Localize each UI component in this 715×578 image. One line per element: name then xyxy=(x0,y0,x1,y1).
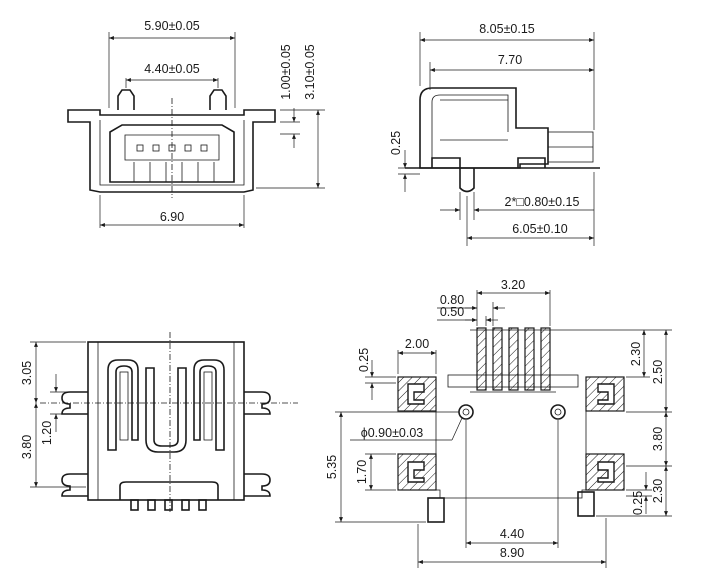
top-view: 3.05 1.20 3.80 xyxy=(20,332,298,512)
front-left-peg xyxy=(117,89,135,110)
side-dim-6-05: 6.05±0.10 xyxy=(512,222,568,236)
top-receptacle xyxy=(119,481,219,500)
front-contacts xyxy=(133,144,215,182)
front-tongue xyxy=(124,134,220,161)
fp-dim-0-80: 0.80 xyxy=(440,293,464,307)
side-dim-0-80: 2*□0.80±0.15 xyxy=(505,195,580,209)
side-view: 8.05±0.15 7.70 0.25 2*□0.80±0.15 6.05±0.… xyxy=(389,22,600,246)
fp-dim-2-30-top: 2.30 xyxy=(629,342,643,366)
fp-dim-3-80: 3.80 xyxy=(651,427,665,451)
fp-dim-phi: ϕ0.90±0.03 xyxy=(361,426,424,440)
side-rear-tab xyxy=(517,157,546,168)
front-dim-5-90: 5.90±0.05 xyxy=(144,19,200,33)
top-shell xyxy=(87,341,245,501)
top-right-tab-upper xyxy=(244,391,271,415)
top-dim-1-20: 1.20 xyxy=(40,421,54,445)
fp-shell-outline xyxy=(435,411,587,499)
front-dim-4-40: 4.40±0.05 xyxy=(144,62,200,76)
front-dim-3-10: 3.10±0.05 xyxy=(303,44,317,100)
fp-signal-pads xyxy=(476,327,551,391)
fp-dim-1-70: 1.70 xyxy=(355,460,369,484)
top-right-tab-lower xyxy=(244,473,271,497)
top-dim-3-05: 3.05 xyxy=(20,361,34,385)
front-right-peg xyxy=(209,89,227,110)
front-socket-opening xyxy=(109,124,235,183)
side-dim-0-25: 0.25 xyxy=(389,131,403,155)
fp-dim-2-00: 2.00 xyxy=(405,337,429,351)
footprint-view: 3.20 0.80 0.50 2.00 0.25 5.35 1.70 ϕ0.90… xyxy=(325,278,672,568)
front-shell-outline xyxy=(67,109,276,193)
fp-dim-0-50: 0.50 xyxy=(440,305,464,319)
fp-dim-2-30-bottom: 2.30 xyxy=(651,479,665,503)
fp-dim-0-25-top: 0.25 xyxy=(357,348,371,372)
top-dim-3-80: 3.80 xyxy=(20,435,34,459)
front-dim-1-00: 1.00±0.05 xyxy=(279,44,293,100)
fp-dim-2-50: 2.50 xyxy=(651,360,665,384)
front-shell-inner xyxy=(99,120,245,186)
front-dim-6-90: 6.90 xyxy=(160,210,184,224)
front-view: 5.90±0.05 4.40±0.05 6.90 1.00±0.05 3.10±… xyxy=(67,19,325,228)
fp-dim-8-90: 8.90 xyxy=(500,546,524,560)
top-left-tab-lower xyxy=(61,473,88,497)
side-body-inner xyxy=(431,94,509,160)
side-dim-7-70: 7.70 xyxy=(498,53,522,67)
side-peg xyxy=(459,168,475,193)
fp-dim-4-40: 4.40 xyxy=(500,527,524,541)
fp-hole-right xyxy=(550,404,566,420)
fp-mount-pads xyxy=(397,376,625,491)
side-front-tab xyxy=(431,157,461,168)
fp-peg-right xyxy=(577,491,595,517)
top-right-spring xyxy=(193,359,225,451)
fp-hole-left xyxy=(458,404,474,420)
side-body-outline xyxy=(419,87,549,169)
top-center-spring xyxy=(145,367,187,453)
fp-dim-0-25-bottom: 0.25 xyxy=(631,491,645,515)
side-dim-8-05: 8.05±0.15 xyxy=(479,22,535,36)
fp-dim-5-35: 5.35 xyxy=(325,455,339,479)
fp-peg-left xyxy=(427,497,445,523)
top-pins xyxy=(130,499,207,511)
fp-dim-3-20: 3.20 xyxy=(501,278,525,292)
top-left-spring xyxy=(107,359,139,451)
